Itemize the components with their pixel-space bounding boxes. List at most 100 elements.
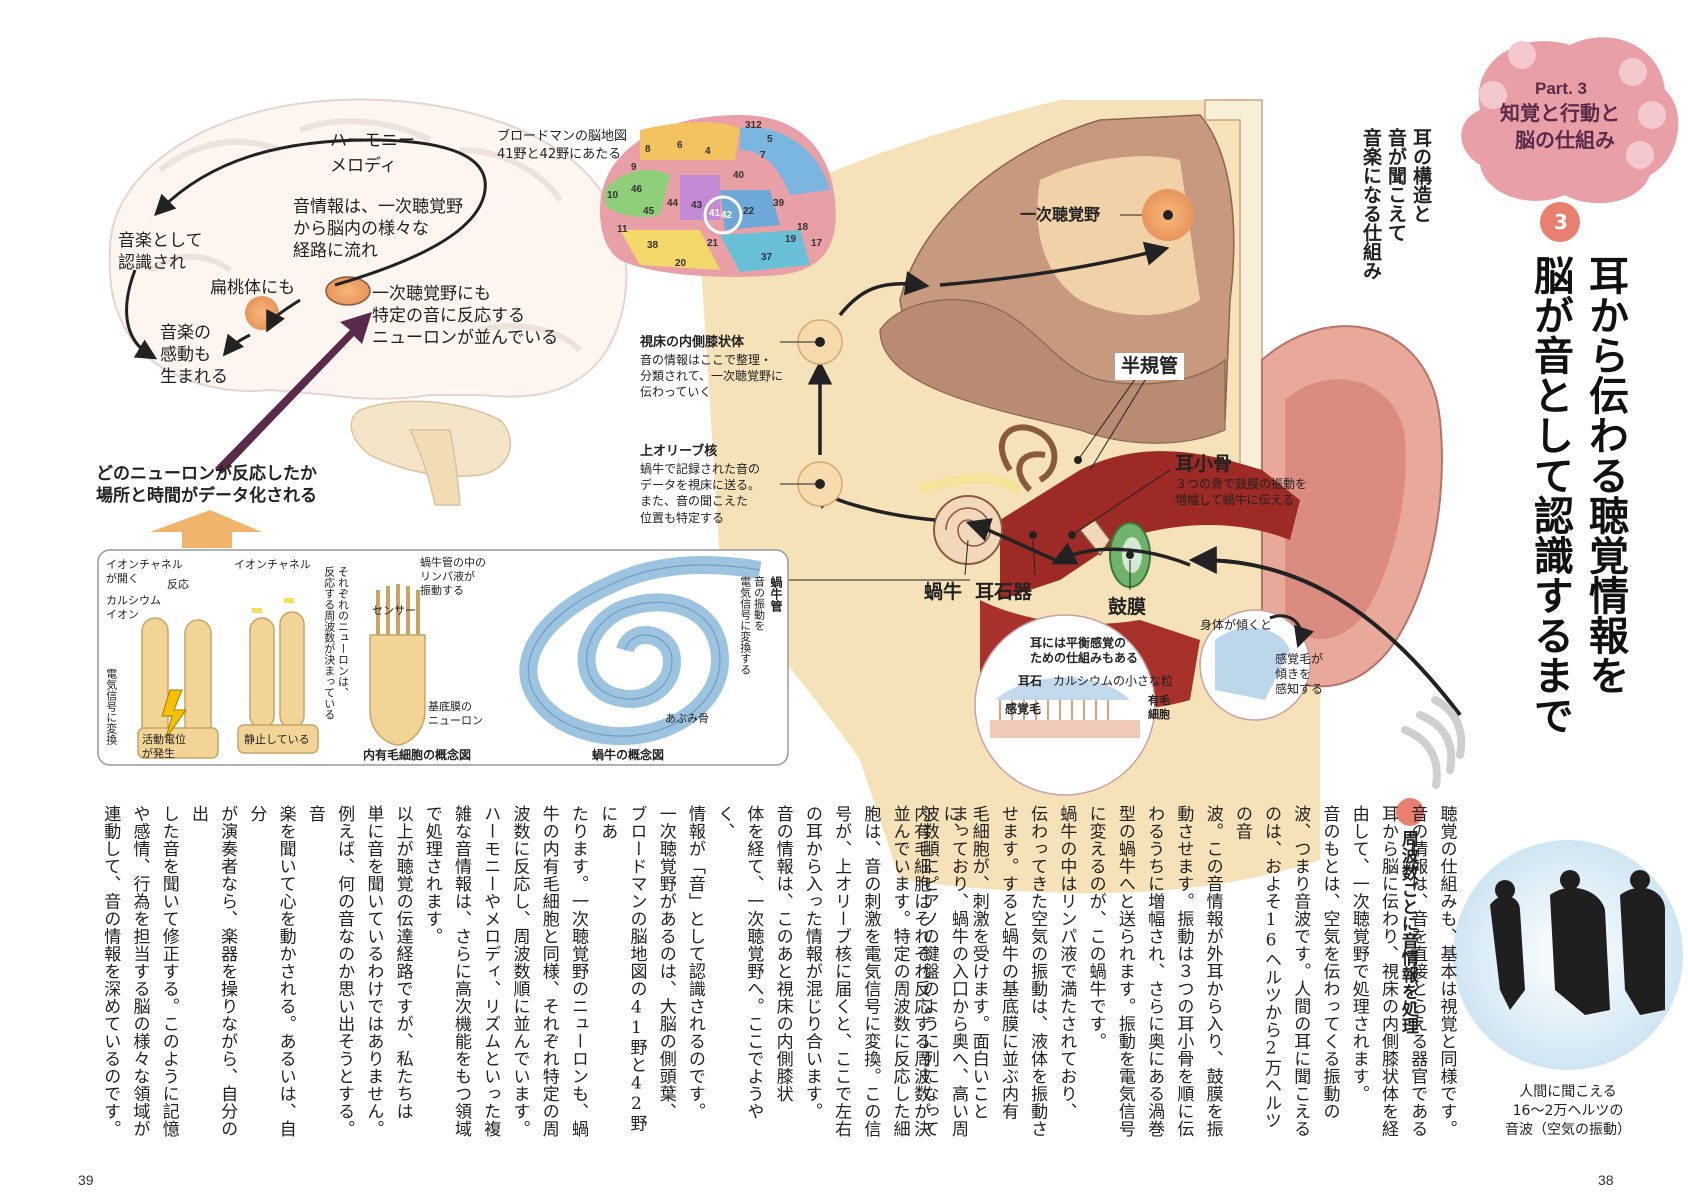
- ba-312: 312: [745, 120, 762, 131]
- ba-40: 40: [733, 170, 745, 181]
- body-right-line: 音の情報は、音を直接とらえる器官である: [1407, 805, 1428, 1138]
- body-left-line: 以上が聴覚の伝達経路ですが、私たちは: [392, 805, 413, 1120]
- body-left-line: 楽を聞いて心を動かされる。あるいは、自分: [246, 805, 296, 1138]
- body-left-line: の耳から入った情報が混じり合います。: [801, 805, 822, 1120]
- ba-18: 18: [797, 222, 809, 233]
- ba-46: 46: [631, 184, 643, 195]
- ba-11: 11: [617, 224, 628, 235]
- body-left-line: 例えば、何の音なのか思い出そうとする。音: [304, 805, 355, 1138]
- ba-22: 22: [743, 206, 755, 217]
- section-number: 3: [1554, 210, 1568, 234]
- ba-17: 17: [811, 238, 823, 249]
- balance-detect: 感覚毛が 傾きを 感知する: [1275, 652, 1324, 696]
- page-number-right: 38: [1598, 1172, 1614, 1188]
- ba-37: 37: [761, 252, 773, 263]
- ba-10: 10: [607, 190, 619, 201]
- lymph-label: 蝸牛管の中の リンパ液が 振動する: [420, 556, 486, 597]
- body-text-left: まっており、蝸牛の入口から奥へ、高い周 波数順にピアノの鍵盤のように列になって …: [95, 805, 972, 1145]
- eardrum-label: 鼓膜: [1108, 596, 1147, 618]
- music-recognized-label: 音楽として 認識され: [118, 231, 203, 274]
- cochlea-caption: 蝸牛の概念図: [592, 748, 665, 762]
- amygdala-node: [245, 296, 279, 330]
- body-left-line: 一次聴覚野があるのは、大脳の側頭葉、: [655, 805, 676, 1120]
- ion-channel-label: イオンチャネル: [234, 558, 311, 571]
- body-right-line: 音のもとは、空気を伝わってくる振動の: [1319, 805, 1340, 1120]
- body-left-line: が演奏者なら、楽器を操りながら、自分の出: [187, 805, 238, 1138]
- body-right-line: 毛細胞が、刺激を受けます。面白いことに、: [939, 805, 989, 1120]
- cochlea-diagram: [97, 549, 789, 766]
- sound-source: [1401, 696, 1683, 1070]
- primary-auditory-label: 一次聴覚野: [1020, 205, 1101, 224]
- main-title-col2: 脳が音として認識するまで: [1527, 255, 1573, 735]
- body-text-right: 聴覚の仕組みも、基本は視覚と同様です。 音の情報は、音を直接とらえる器官である …: [905, 805, 1460, 1145]
- balance-hair-cell: 有毛 細胞: [1148, 694, 1170, 721]
- body-left-line: まっており、蝸牛の入口から奥へ、高い周: [948, 805, 969, 1138]
- olive-desc: 蝸牛で記録された音の データを視床に送る。 また、音の聞こえた 位置も特定する: [640, 462, 761, 525]
- balance-title: 耳には平衡感覚の ための仕組みもある: [1030, 636, 1139, 665]
- otolith-label: 耳石器: [975, 581, 1033, 603]
- body-left-line: 情報が「音」として認識されるのです。: [684, 805, 705, 1120]
- data-caption: どのニューロンが反応したか 場所と時間がデータ化される: [96, 464, 317, 507]
- amygdala-label: 扁桃体にも: [210, 278, 295, 298]
- cochlear-duct-title: 蝸牛管: [769, 576, 783, 612]
- brain-stem: [408, 429, 461, 506]
- emotion-label: 音楽の 感動も 生まれる: [160, 323, 228, 388]
- cochlear-duct-desc: 音の振動を 電気信号に変換する: [738, 576, 766, 675]
- body-right-line: 由して、一次聴覚野で処理されます。: [1348, 805, 1369, 1103]
- ba-44: 44: [667, 198, 679, 209]
- body-left-line: 雑な音情報は、さらに高次機能をもつ領域: [451, 805, 472, 1138]
- subtitle-col2: 音が聞こえて: [1384, 128, 1407, 242]
- main-title-col1: 耳から伝わる聴覚情報を: [1582, 255, 1628, 695]
- ba-43: 43: [691, 200, 703, 211]
- body-left-line: 体を経て、一次聴覚野へ。ここでようやく、: [714, 805, 764, 1120]
- body-right-line: 型の蝸牛へと送られます。振動を電気信号: [1114, 805, 1135, 1138]
- action-potential-label: 活動電位 が発生: [142, 733, 186, 760]
- purple-arrow: [215, 312, 372, 474]
- subtitle-col1: 耳の構造と: [1409, 128, 1432, 223]
- calcium-ion-label: カルシウム イオン: [106, 594, 161, 621]
- body-right-line: せます。すると蝸牛の基底膜に並ぶ内有: [997, 805, 1018, 1120]
- body-right-line: 波、つまり音波です。人間の耳に聞こえる: [1290, 805, 1311, 1138]
- ba-4: 4: [705, 146, 711, 157]
- harmony-label: ハーモニー: [330, 131, 415, 151]
- body-left-line: で処理されます。: [421, 805, 442, 945]
- body-right-line: 蝸牛の中はリンパ液で満たされており、: [1056, 805, 1077, 1120]
- ba-8: 8: [645, 144, 651, 155]
- cochlea-label: 蝸牛: [924, 581, 963, 603]
- body-left-line: たります。一次聴覚野のニューロンも、蝸: [567, 805, 588, 1138]
- resting-label: 静止している: [244, 733, 310, 746]
- body-right-line: 動させます。振動は３つの耳小骨を順に伝: [1173, 805, 1194, 1138]
- pathway-nodes: [797, 189, 1194, 559]
- body-right-line: わるうちに増幅され、さらに奥にある渦巻: [1144, 805, 1165, 1138]
- body-left-line: 連動して、音の情報を深めているのです。: [100, 805, 121, 1138]
- body-left-line: ハーモニーやメロディ、リズムといった複: [480, 805, 501, 1138]
- hair-cell-caption: 内有毛細胞の概念図: [363, 748, 472, 762]
- sensor-label: センサー: [372, 604, 416, 617]
- ba-21: 21: [707, 238, 719, 249]
- part-title-line2: 脳の仕組み: [1515, 128, 1615, 152]
- ba-39: 39: [773, 198, 785, 209]
- balance-tilt: 身体が傾くと: [1200, 618, 1273, 632]
- ba-38: 38: [647, 240, 659, 251]
- outer-ear-inner: [1285, 379, 1406, 639]
- ba-5: 5: [767, 134, 773, 145]
- ba-42: 42: [721, 210, 733, 221]
- ba-41: 41: [709, 208, 721, 219]
- body-left-line: 胞は、音の刺激を電気信号に変換。この信: [860, 805, 881, 1138]
- ba-9: 9: [631, 162, 637, 173]
- brodmann-caption: ブロードマンの脳地図 41野と42野にあたる: [497, 129, 628, 162]
- sound-caption: 人間に聞こえる 16〜2万ヘルツの 音波（空気の振動）: [1505, 1084, 1631, 1138]
- olive-title: 上オリーブ核: [640, 444, 718, 459]
- body-right-line: 波。この音情報が外耳から入り、鼓膜を振: [1202, 805, 1223, 1138]
- brain-outline: [108, 98, 628, 506]
- frequency-title: 周波数ごとに音情報を処理: [1397, 830, 1418, 1034]
- electric-convert-label: 電気信号に変換: [104, 668, 118, 745]
- semicircular-label: 半規管: [1115, 353, 1185, 380]
- body-right-line: 内有毛細胞はそれぞれ反応する周波数が決: [910, 805, 931, 1138]
- basilar-label: 基底膜の ニューロン: [428, 700, 483, 727]
- ion-channel-open: イオンチャネル が開く: [106, 558, 183, 585]
- brodmann-numbers: 312 5 8 6 4 7 9 40 10 46 44 43 41 42 22 …: [605, 120, 835, 270]
- part-title-line1: 知覚と行動と: [1500, 101, 1620, 125]
